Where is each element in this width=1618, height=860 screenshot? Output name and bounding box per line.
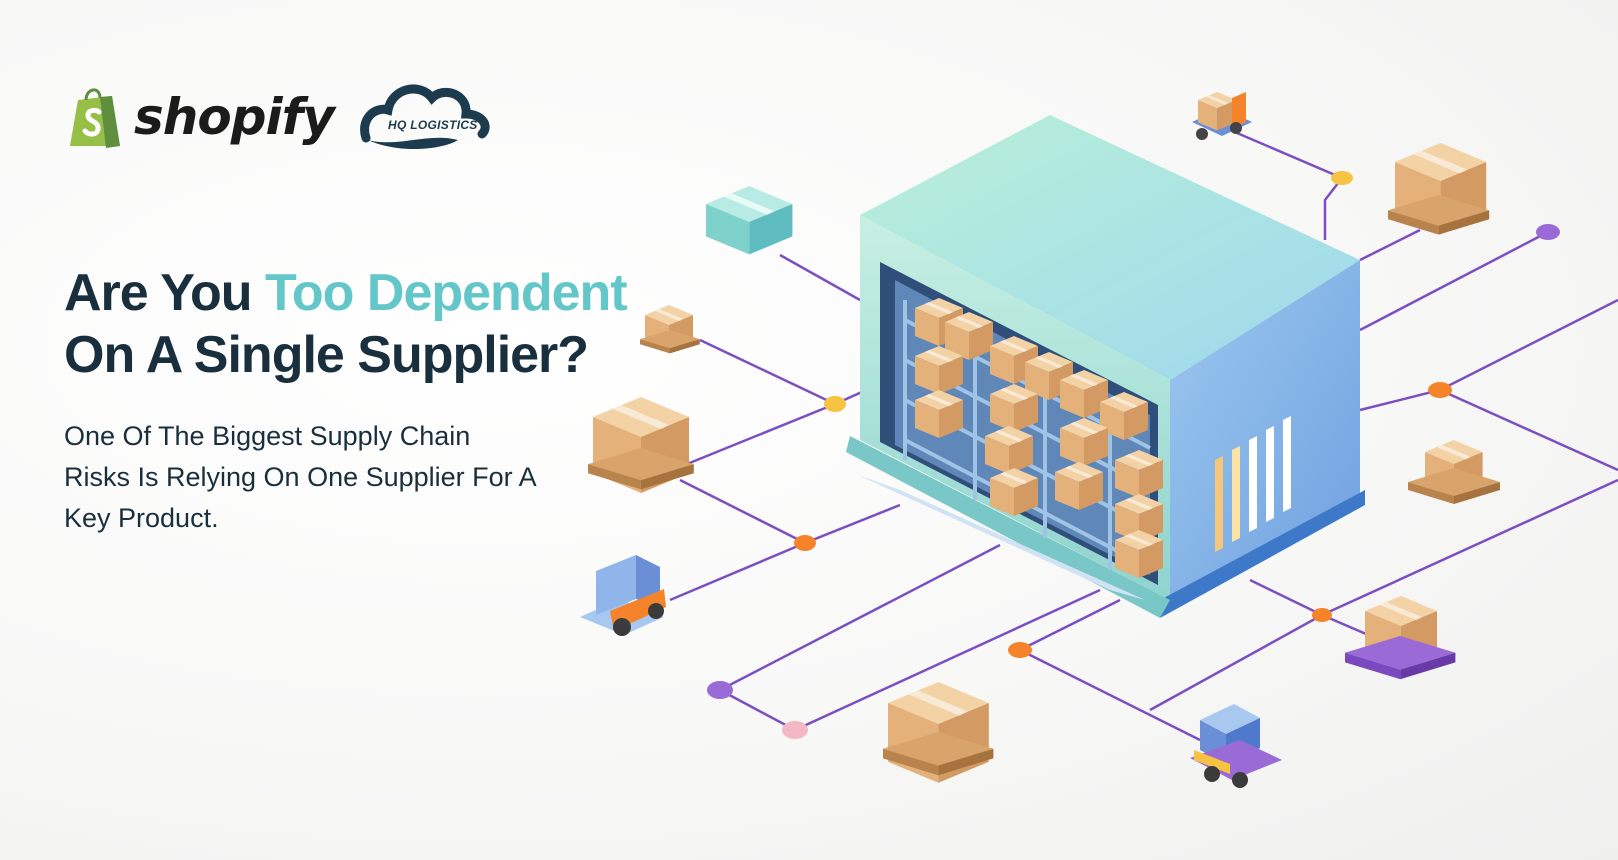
supply-network-illustration	[580, 92, 1618, 788]
cloud-icon	[360, 84, 490, 150]
pallet-icon	[588, 195, 1500, 776]
network-nodes	[707, 171, 1560, 739]
shopify-bag-icon	[70, 88, 120, 148]
headline-line-2: On A Single Supplier?	[64, 326, 589, 384]
logo-row: shopify HQ LOGISTICS	[66, 80, 526, 160]
warehouse-vents	[1215, 416, 1291, 552]
shopify-logo: shopify	[66, 84, 335, 150]
headline-prefix: Are You	[64, 264, 266, 322]
subtext-line-1: One Of The Biggest Supply Chain	[64, 421, 471, 451]
warehouse-icon	[846, 115, 1365, 618]
headline-accent: Too Dependent	[265, 264, 628, 322]
shopify-wordmark: shopify	[134, 88, 335, 146]
forklift-icon	[580, 92, 1282, 788]
subtext-line-2: Risks Is Relying On One Supplier For A	[64, 462, 537, 492]
subtext-paragraph: One Of The Biggest Supply Chain Risks Is…	[64, 416, 584, 539]
hq-logistics-wordmark: HQ LOGISTICS	[388, 118, 478, 132]
page-headline: Are You Too Dependent On A Single Suppli…	[64, 262, 684, 386]
subtext-line-3: Key Product.	[64, 503, 219, 533]
